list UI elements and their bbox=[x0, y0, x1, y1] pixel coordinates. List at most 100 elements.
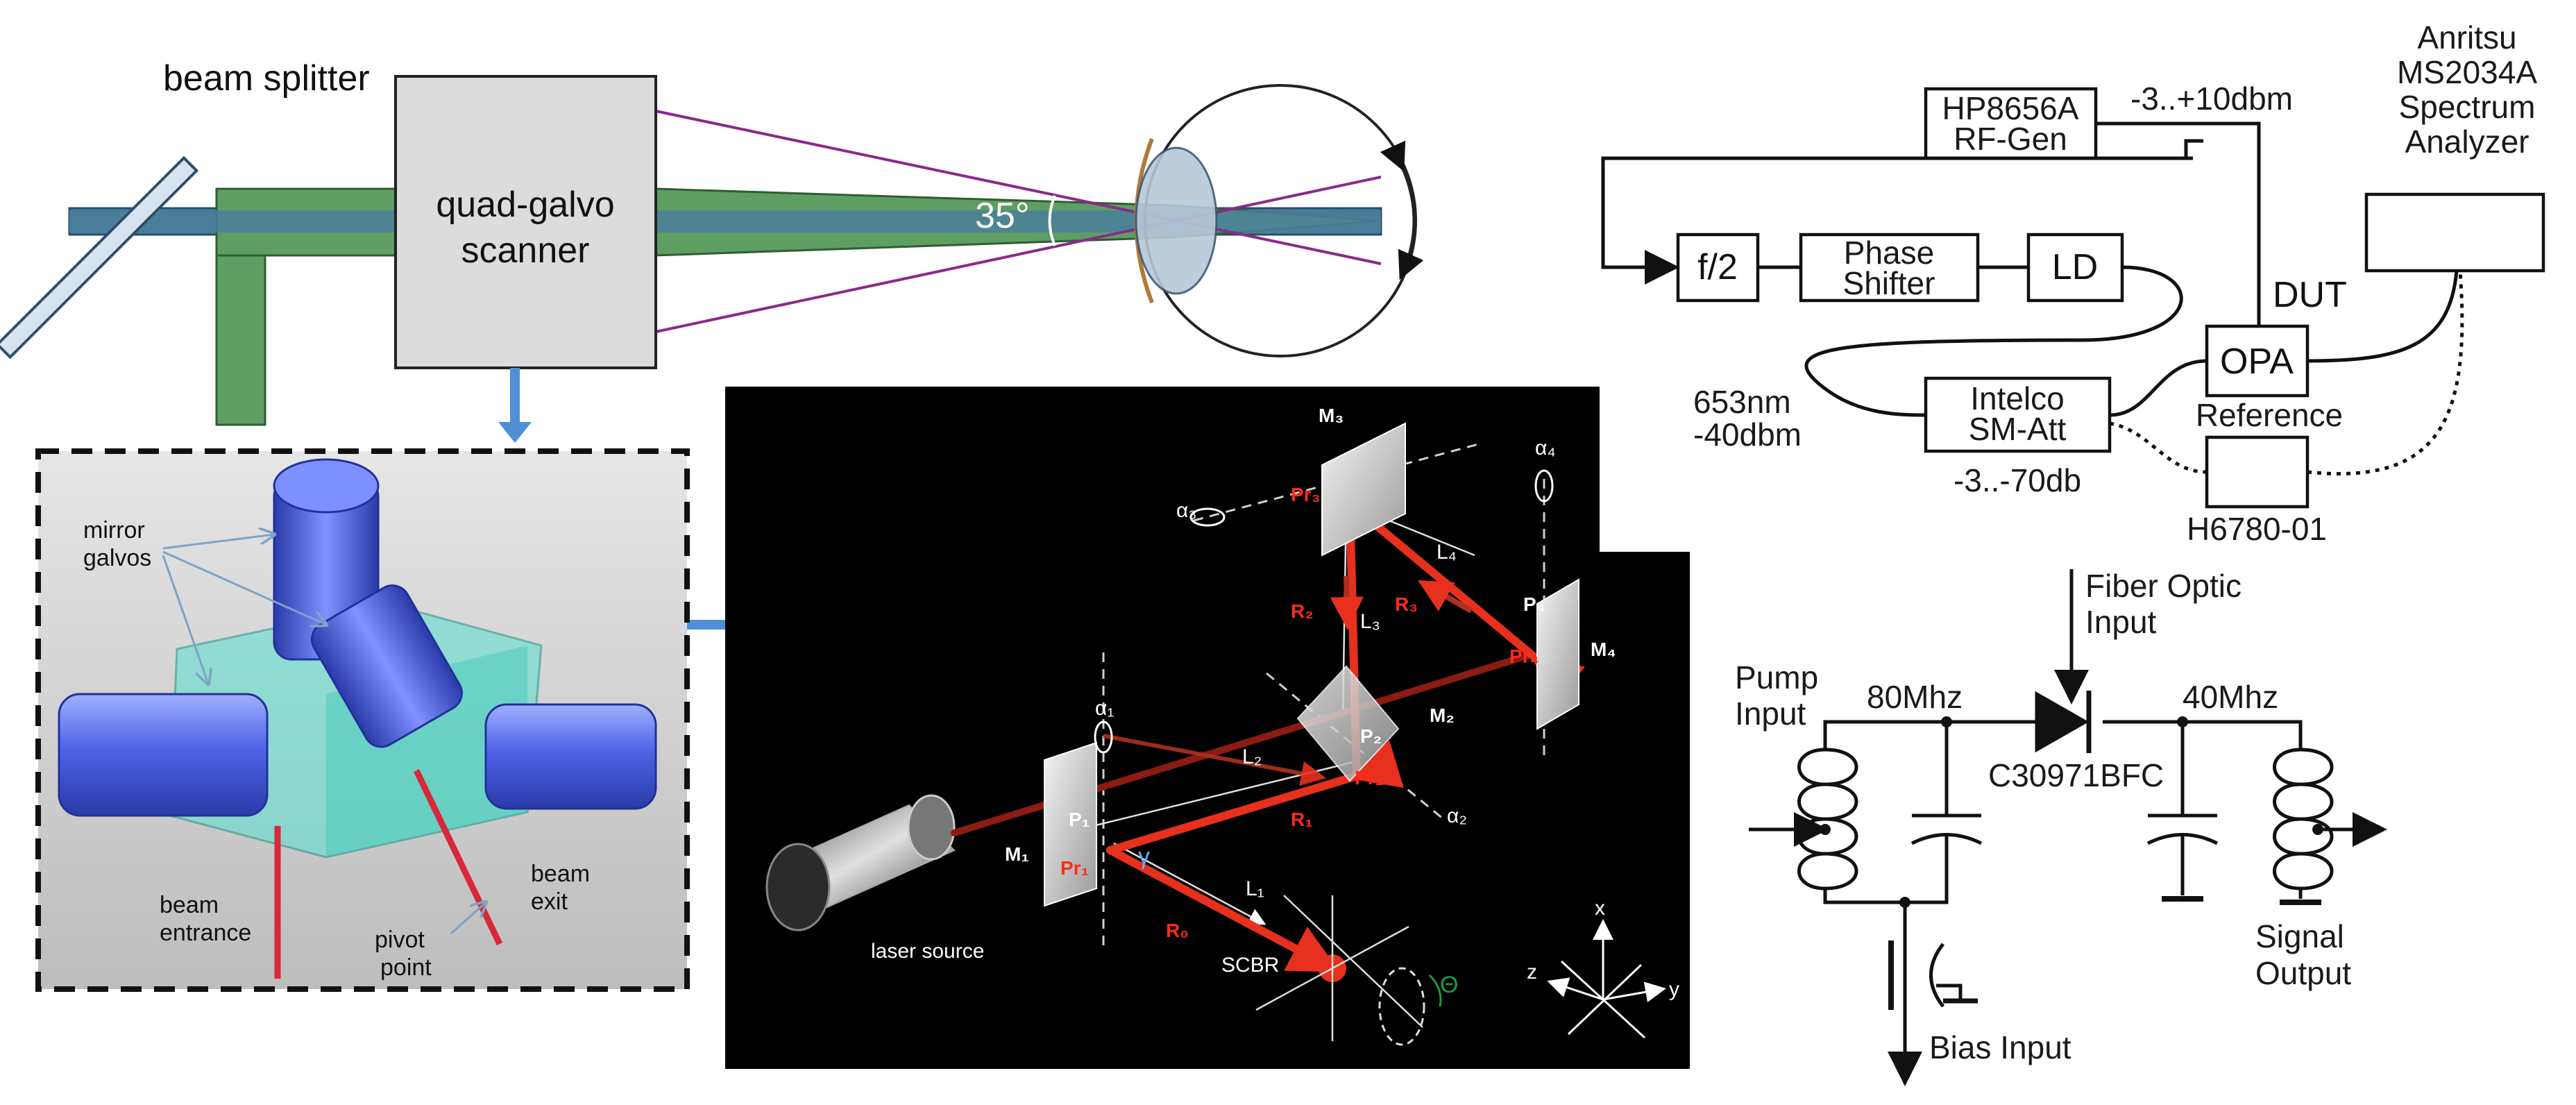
dut-label: DUT bbox=[2273, 275, 2347, 315]
anritsu-label-4: Analyzer bbox=[2405, 124, 2530, 160]
m1-label: M₁ bbox=[1005, 843, 1029, 865]
l3-label: L₃ bbox=[1360, 610, 1380, 633]
alpha-rotation-arrows bbox=[1094, 469, 1554, 754]
attenuation-range-label: -3..-70db bbox=[1954, 462, 2081, 498]
mirror-galvos-label-1: mirror bbox=[83, 517, 145, 543]
node-80 bbox=[1941, 716, 1952, 727]
h6780-label: H6780-01 bbox=[2187, 511, 2327, 547]
scanner-eye-diagram: beam splitter quad-galvo scanner 35° bbox=[0, 58, 1424, 640]
bias-node bbox=[1899, 897, 1910, 908]
mirror-galvo-pointers bbox=[162, 534, 326, 684]
scbr-label: SCBR bbox=[1221, 954, 1279, 977]
p2-label: P₂ bbox=[1360, 725, 1382, 747]
m4-label: M₄ bbox=[1591, 639, 1616, 660]
ld-label: LD bbox=[2052, 247, 2098, 287]
bias-input-label: Bias Input bbox=[1929, 1029, 2071, 1065]
pump-input-label-2: Input bbox=[1735, 695, 1806, 732]
node-40 bbox=[2177, 716, 2188, 727]
galvo-inset: mirror galvos beam entrance pivot point … bbox=[35, 448, 690, 992]
f2-label: f/2 bbox=[1697, 247, 1738, 287]
scanner-down-arrow-icon bbox=[498, 422, 532, 443]
beam-splitter-label: beam splitter bbox=[163, 58, 370, 99]
axis-x-label: x bbox=[1595, 897, 1605, 920]
anritsu-label-1: Anritsu bbox=[2417, 19, 2516, 56]
p1-label: P₁ bbox=[1069, 809, 1090, 830]
eye-icon bbox=[1134, 84, 1424, 357]
angle-arc bbox=[1048, 195, 1056, 246]
pump-input-label-1: Pump bbox=[1735, 659, 1818, 695]
mirror-m1 bbox=[1044, 741, 1097, 907]
mirror-m3 bbox=[1321, 422, 1406, 557]
m3-label: M₃ bbox=[1319, 405, 1344, 426]
fiber-optic-label-1: Fiber Optic bbox=[2085, 568, 2242, 604]
beam-entrance-label-1: beam bbox=[160, 892, 219, 918]
r2-label: R₂ bbox=[1291, 600, 1314, 622]
r3-label: R₃ bbox=[1395, 593, 1418, 615]
alpha2-label: α₂ bbox=[1447, 804, 1467, 827]
fiber-optic-label-2: Input bbox=[2085, 604, 2157, 640]
r1-label: R₁ bbox=[1291, 809, 1313, 830]
axis-y-label: y bbox=[1669, 978, 1679, 1001]
angle-label: 35° bbox=[975, 196, 1030, 236]
beam-entrance-label-2: entrance bbox=[160, 920, 251, 946]
beam-exit-label-2: exit bbox=[531, 888, 568, 915]
mirror-m4 bbox=[1536, 578, 1579, 730]
mirror-m2 bbox=[1296, 665, 1400, 782]
phase-label-1: Phase bbox=[1844, 235, 1934, 271]
optical-layout-panel: laser source bbox=[725, 387, 1690, 1069]
right-cylinder bbox=[484, 703, 657, 810]
diode-part-label: C30971BFC bbox=[1988, 757, 2164, 793]
r2-arrow bbox=[1330, 575, 1364, 630]
signal-output-label-1: Signal bbox=[2255, 918, 2344, 954]
spectrum-analyzer-box bbox=[2364, 192, 2545, 273]
wavelength-label: 653nm bbox=[1693, 384, 1791, 420]
pivot-point-label-1: pivot bbox=[375, 927, 425, 953]
quad-galvo-scanner-box bbox=[394, 75, 657, 369]
rf-test-setup: HP8656A RF-Gen -3..+10dbm Anritsu MS2034… bbox=[1601, 19, 2545, 547]
hp-label-1: HP8656A bbox=[1942, 90, 2079, 126]
scanner-label-line2: scanner bbox=[461, 230, 590, 271]
laser-source-label: laser source bbox=[871, 940, 984, 963]
p4-label: P₄ bbox=[1523, 593, 1545, 615]
mirror-galvos-label-2: galvos bbox=[83, 545, 151, 571]
pump-node bbox=[1820, 824, 1831, 835]
freq-80-label: 80Mhz bbox=[1867, 679, 1963, 715]
theta-label: Θ bbox=[1440, 972, 1458, 998]
alpha3-label: α₃ bbox=[1176, 499, 1197, 522]
alpha1-label: α₁ bbox=[1095, 697, 1114, 720]
r3-arrow bbox=[1418, 580, 1473, 614]
l2-label: L₂ bbox=[1242, 745, 1262, 768]
reference-label: Reference bbox=[2196, 397, 2343, 433]
rf-wires bbox=[1601, 121, 2464, 476]
coordinate-axes bbox=[1547, 919, 1666, 1039]
freq-40-label: 40Mhz bbox=[2183, 679, 2278, 715]
hp-level-label: -3..+10dbm bbox=[2130, 81, 2293, 117]
photodiode-circuit: Fiber Optic Input Pump Input 80Mhz 40Mhz… bbox=[1735, 568, 2387, 1086]
intelco-label-2: SM-Att bbox=[1969, 411, 2067, 447]
pr1-label: Pr₁ bbox=[1060, 857, 1089, 879]
anritsu-label-2: MS2034A bbox=[2397, 54, 2537, 90]
f2-box bbox=[1676, 233, 1760, 303]
r1-arrow bbox=[1103, 734, 1326, 786]
signal-node bbox=[2312, 824, 2323, 835]
h6780-box bbox=[2205, 435, 2310, 509]
gamma-label: γ bbox=[1138, 843, 1150, 870]
pr4-label: Pr₄ bbox=[1509, 646, 1539, 667]
galvo-top-cap bbox=[273, 458, 380, 514]
power-label: -40dbm bbox=[1693, 416, 1802, 453]
alpha4-label: α₄ bbox=[1535, 437, 1556, 459]
circuit-wires bbox=[1749, 691, 2387, 1086]
laser-source-icon bbox=[765, 794, 956, 931]
hp-label-2: RF-Gen bbox=[1954, 121, 2067, 157]
galvo-middle bbox=[310, 584, 463, 748]
theta-rotation-ellipse bbox=[1378, 967, 1425, 1046]
left-cylinder bbox=[58, 693, 269, 817]
l1-label: L₁ bbox=[1246, 877, 1264, 900]
axis-z-label: z bbox=[1527, 961, 1537, 984]
pr2-label: Pr₂ bbox=[1355, 767, 1384, 788]
beam-splitter-plate bbox=[0, 155, 199, 360]
phase-label-2: Shifter bbox=[1843, 265, 1935, 301]
panel-background bbox=[725, 387, 1690, 1069]
pr3-label: Pr₃ bbox=[1291, 484, 1321, 505]
